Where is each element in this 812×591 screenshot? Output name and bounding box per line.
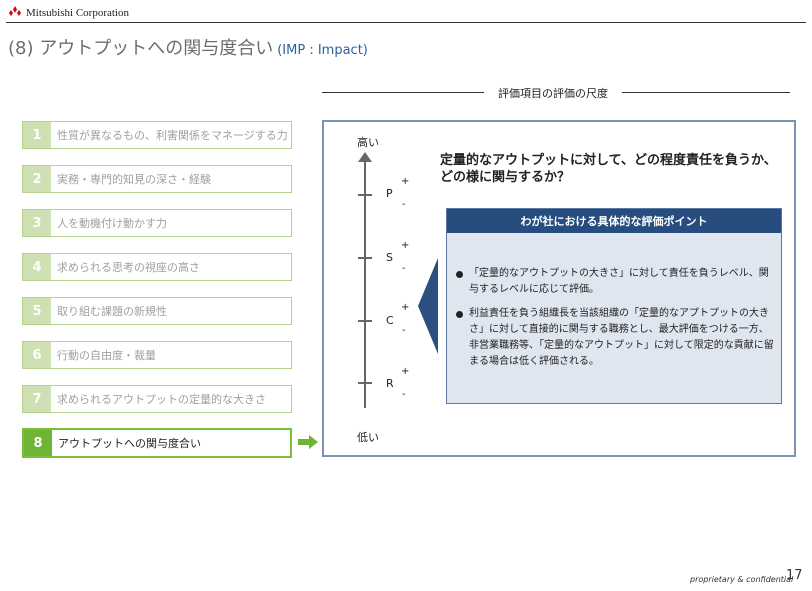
company-name: Mitsubishi Corporation [26, 6, 129, 19]
item-number: 3 [23, 210, 51, 236]
level-s-minus: - [402, 263, 406, 274]
level-r-plus: + [401, 366, 410, 377]
scale-tick-s [358, 257, 372, 259]
three-diamonds-icon [9, 6, 21, 16]
level-s-plus: + [401, 240, 410, 251]
item-number: 7 [23, 386, 51, 412]
list-item-5[interactable]: 5 取り組む課題の新規性 [22, 297, 292, 325]
item-number: 2 [23, 166, 51, 192]
list-item-7[interactable]: 7 求められるアウトプットの定量的な大きさ [22, 385, 292, 413]
level-c: C [386, 314, 394, 327]
page-title: (8) アウトプットへの関与度合い(IMP : Impact) [8, 34, 368, 60]
item-label: 行動の自由度・裁量 [57, 349, 156, 362]
key-question: 定量的なアウトプットに対して、どの程度責任を負うか、どの様に関与するか？ [440, 153, 777, 185]
level-c-minus: - [402, 325, 406, 336]
list-item-2[interactable]: 2 実務・専門的知見の深さ・経験 [22, 165, 292, 193]
scale-divider-left [322, 92, 484, 93]
scale-tick-p [358, 194, 372, 196]
item-label: 求められる思考の視座の高さ [57, 261, 200, 274]
list-item-4[interactable]: 4 求められる思考の視座の高さ [22, 253, 292, 281]
item-number: 6 [23, 342, 51, 368]
level-p: P [386, 187, 393, 200]
axis-arrowhead [358, 152, 372, 162]
scale-heading: 評価項目の評価の尺度 [498, 87, 608, 100]
scale-low-label: 低い [357, 431, 379, 444]
pointer-triangle [418, 258, 438, 354]
level-p-plus: + [401, 176, 410, 187]
item-label: 人を動機付け動かす力 [57, 217, 167, 230]
item-number: 8 [24, 430, 52, 456]
level-r-minus: - [402, 389, 406, 400]
item-number: 4 [23, 254, 51, 280]
scale-tick-c [358, 320, 372, 322]
bullet-icon [456, 311, 463, 318]
item-number: 5 [23, 298, 51, 324]
level-s: S [386, 251, 393, 264]
company-logo: Mitsubishi Corporation [8, 6, 129, 19]
item-label: 実務・専門的知見の深さ・経験 [57, 173, 211, 186]
level-r: R [386, 377, 394, 390]
scale-divider-right [622, 92, 790, 93]
item-label: 性質が異なるもの、利害関係をマネージする力 [57, 129, 288, 142]
evaluation-points-title: わが社における具体的な評価ポイント [447, 209, 781, 233]
scale-axis [364, 160, 366, 408]
evaluation-point-text: 「定量的なアウトプットの大きさ」に対して責任を負うレベル、関与するレベルに応じて… [469, 268, 769, 295]
list-item-8-active[interactable]: 8 アウトプットへの関与度合い [22, 428, 292, 458]
confidentiality-note: proprietary & confidential [690, 575, 794, 584]
header-divider [6, 22, 806, 23]
list-item-1[interactable]: 1 性質が異なるもの、利害関係をマネージする力 [22, 121, 292, 149]
evaluation-point-text: 利益責任を負う組織長を当該組織の「定量的なアプトプットの大きさ」に対して直接的に… [469, 308, 774, 367]
bullet-icon [456, 271, 463, 278]
arrow-right-icon [298, 435, 318, 449]
evaluation-point-1: 「定量的なアウトプットの大きさ」に対して責任を負うレベル、関与するレベルに応じて… [456, 266, 778, 298]
page-title-sub: (IMP : Impact) [277, 43, 368, 58]
scale-high-label: 高い [357, 136, 379, 149]
evaluation-points-box [446, 208, 782, 404]
level-p-minus: - [402, 199, 406, 210]
item-number: 1 [23, 122, 51, 148]
page-number: 17 [786, 568, 803, 583]
list-item-6[interactable]: 6 行動の自由度・裁量 [22, 341, 292, 369]
item-label: アウトプットへの関与度合い [58, 437, 201, 450]
list-item-3[interactable]: 3 人を動機付け動かす力 [22, 209, 292, 237]
page-title-main: (8) アウトプットへの関与度合い [8, 38, 274, 59]
level-c-plus: + [401, 302, 410, 313]
evaluation-point-2: 利益責任を負う組織長を当該組織の「定量的なアプトプットの大きさ」に対して直接的に… [456, 306, 778, 370]
scale-tick-r [358, 382, 372, 384]
item-label: 取り組む課題の新規性 [57, 305, 167, 318]
item-label: 求められるアウトプットの定量的な大きさ [57, 393, 266, 406]
